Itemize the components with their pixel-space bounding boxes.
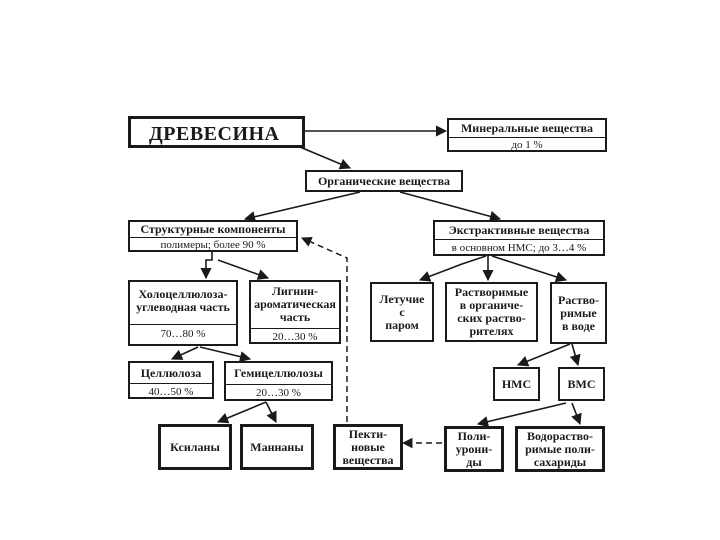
arrow-organic-extractive bbox=[399, 191, 502, 222]
node-organic: Органические вещества bbox=[305, 170, 463, 192]
arrow-hemicellulose-xylans bbox=[216, 401, 267, 424]
arrow-vms-polyuronides bbox=[476, 402, 567, 428]
node-wood: ДРЕВЕСИНА bbox=[128, 116, 305, 148]
arrow-root-organic bbox=[299, 146, 352, 170]
node-vms: ВМС bbox=[558, 367, 605, 401]
node-mannans: Маннаны bbox=[240, 424, 314, 470]
node-mineral: Минеральные вещества до 1 % bbox=[447, 118, 607, 152]
node-soluble-water: Раство- римые в воде bbox=[550, 282, 607, 344]
node-extractive: Экстрактивные вещества в основном НМС; д… bbox=[433, 220, 605, 256]
arrow-holocellulose-hemicellulose bbox=[199, 346, 252, 363]
node-cellulose: Целлюлоза 40…50 % bbox=[128, 361, 214, 399]
node-pectins: Пекти- новые вещества bbox=[333, 424, 403, 470]
arrow-structural-holocellulose bbox=[200, 250, 213, 280]
arrow-hemicellulose-mannans bbox=[265, 401, 277, 424]
dashed-arrow-pectins-structural bbox=[301, 237, 348, 422]
node-volatile: Летучие с паром bbox=[370, 282, 434, 342]
arrow-organic-structural bbox=[243, 191, 361, 223]
node-structural: Структурные компоненты полимеры; более 9… bbox=[128, 220, 298, 252]
arrow-vms-water-polysaccharides bbox=[571, 402, 582, 426]
node-soluble-organic: Растворимые в органиче- ских раство- рит… bbox=[445, 282, 538, 342]
node-water-polysaccharides: Водораство- римые поли- сахариды bbox=[515, 426, 605, 472]
arrow-extractive-volatile bbox=[418, 255, 487, 282]
node-polyuronides: Поли- урони- ды bbox=[444, 426, 504, 472]
arrow-water-nms bbox=[516, 343, 571, 367]
arrow-structural-lignin bbox=[217, 259, 270, 280]
node-hemicellulose: Гемицеллюлозы 20…30 % bbox=[224, 361, 333, 401]
node-lignin: Лигнин- ароматическая часть 20…30 % bbox=[249, 280, 341, 344]
node-xylans: Ксиланы bbox=[158, 424, 232, 470]
arrow-extractive-soluble-water bbox=[491, 255, 568, 283]
arrow-water-vms bbox=[569, 343, 581, 367]
node-nms: НМС bbox=[493, 367, 540, 401]
arrow-holocellulose-cellulose bbox=[170, 346, 199, 360]
node-holocellulose: Холоцеллюлоза- углеводная часть 70…80 % bbox=[128, 280, 238, 346]
